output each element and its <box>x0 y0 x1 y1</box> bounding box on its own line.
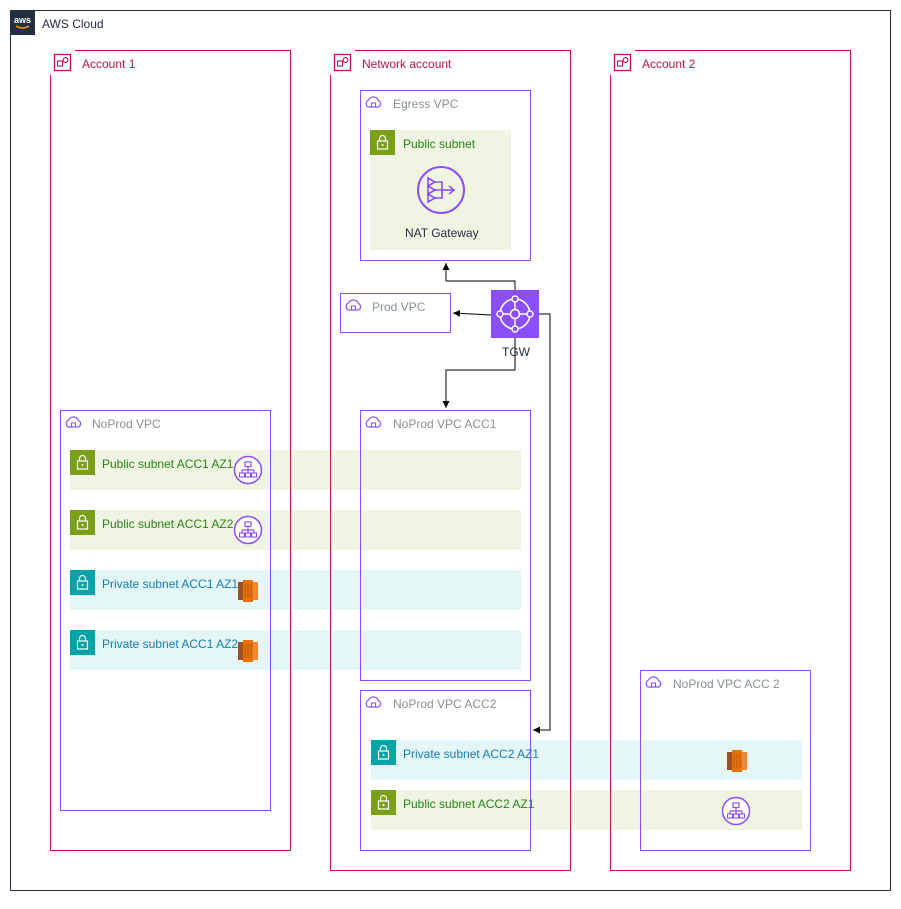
private-subnet-lock-icon <box>70 630 95 658</box>
load-balancer-icon <box>721 796 751 829</box>
aws-logo-icon: aws <box>10 10 35 35</box>
load-balancer-icon <box>233 455 263 488</box>
aws-cloud-group <box>10 10 891 891</box>
vpc-icon <box>642 672 664 697</box>
public-subnet-acc1-az1 <box>70 450 521 490</box>
account-1-label: Account 1 <box>82 57 136 71</box>
private-subnet-acc1-az1-label: Private subnet ACC1 AZ1 <box>102 577 239 591</box>
public-subnet-lock-icon <box>371 790 396 818</box>
network-account-label: Network account <box>362 57 452 71</box>
noprod-vpc-acc2-label: NoProd VPC ACC2 <box>393 697 497 711</box>
account-icon <box>330 50 355 78</box>
network-account-group <box>330 50 571 871</box>
public-subnet-lock-icon <box>370 130 395 158</box>
public-subnet-lock-icon <box>70 510 95 538</box>
account-2-group <box>610 50 851 871</box>
aws-cloud-label: AWS Cloud <box>42 17 104 31</box>
ec2-instance-icon <box>238 578 258 607</box>
public-subnet-acc2-az1-label: Public subnet ACC2 AZ1 <box>403 797 535 811</box>
nat-gateway-label: NAT Gateway <box>405 226 479 240</box>
public-subnet-acc1-az1-label: Public subnet ACC1 AZ1 <box>102 457 234 471</box>
private-subnet-acc2-az1-label: Private subnet ACC2 AZ1 <box>403 747 540 761</box>
account-2-label: Account 2 <box>642 57 696 71</box>
tgw-to-prod-arrow <box>452 309 492 317</box>
ec2-instance-icon <box>238 638 258 667</box>
vpc-icon <box>362 92 384 117</box>
account-icon <box>610 50 635 78</box>
ec2-instance-icon <box>727 748 747 777</box>
tgw-to-noprod-acc2-arrow <box>533 313 551 734</box>
private-subnet-lock-icon <box>371 740 396 768</box>
private-subnet-acc1-az2-label: Private subnet ACC1 AZ2 <box>102 637 239 651</box>
tgw-to-noprod-acc1-arrow <box>442 338 516 408</box>
noprod-vpc-acc1-label: NoProd VPC ACC1 <box>393 417 497 431</box>
egress-vpc-group <box>360 90 531 261</box>
load-balancer-icon <box>233 515 263 548</box>
account-1-group <box>50 50 291 851</box>
vpc-icon <box>342 295 364 320</box>
noprod-vpc-label: NoProd VPC <box>92 417 161 431</box>
public-subnet-acc1-az2 <box>70 510 521 550</box>
nat-gateway-icon <box>411 165 471 218</box>
vpc-icon <box>362 412 384 437</box>
public-subnet-lock-icon <box>70 450 95 478</box>
transit-gateway-icon <box>491 290 539 341</box>
vpc-icon <box>62 412 84 437</box>
prod-vpc-group <box>340 293 451 333</box>
private-subnet-acc1-az2 <box>70 630 521 670</box>
vpc-icon <box>362 692 384 717</box>
private-subnet-acc1-az1 <box>70 570 521 610</box>
noprod-vpc-acc-2-label: NoProd VPC ACC 2 <box>673 677 780 691</box>
egress-vpc-label: Egress VPC <box>393 97 459 111</box>
prod-vpc-label: Prod VPC <box>372 300 426 314</box>
egress-public-subnet-label: Public subnet <box>403 137 476 151</box>
account-icon <box>50 50 75 78</box>
tgw-to-egress-arrow <box>442 263 516 290</box>
private-subnet-lock-icon <box>70 570 95 598</box>
svg-text:aws: aws <box>14 15 31 25</box>
public-subnet-acc1-az2-label: Public subnet ACC1 AZ2 <box>102 517 234 531</box>
tgw-label: TGW <box>502 345 530 359</box>
